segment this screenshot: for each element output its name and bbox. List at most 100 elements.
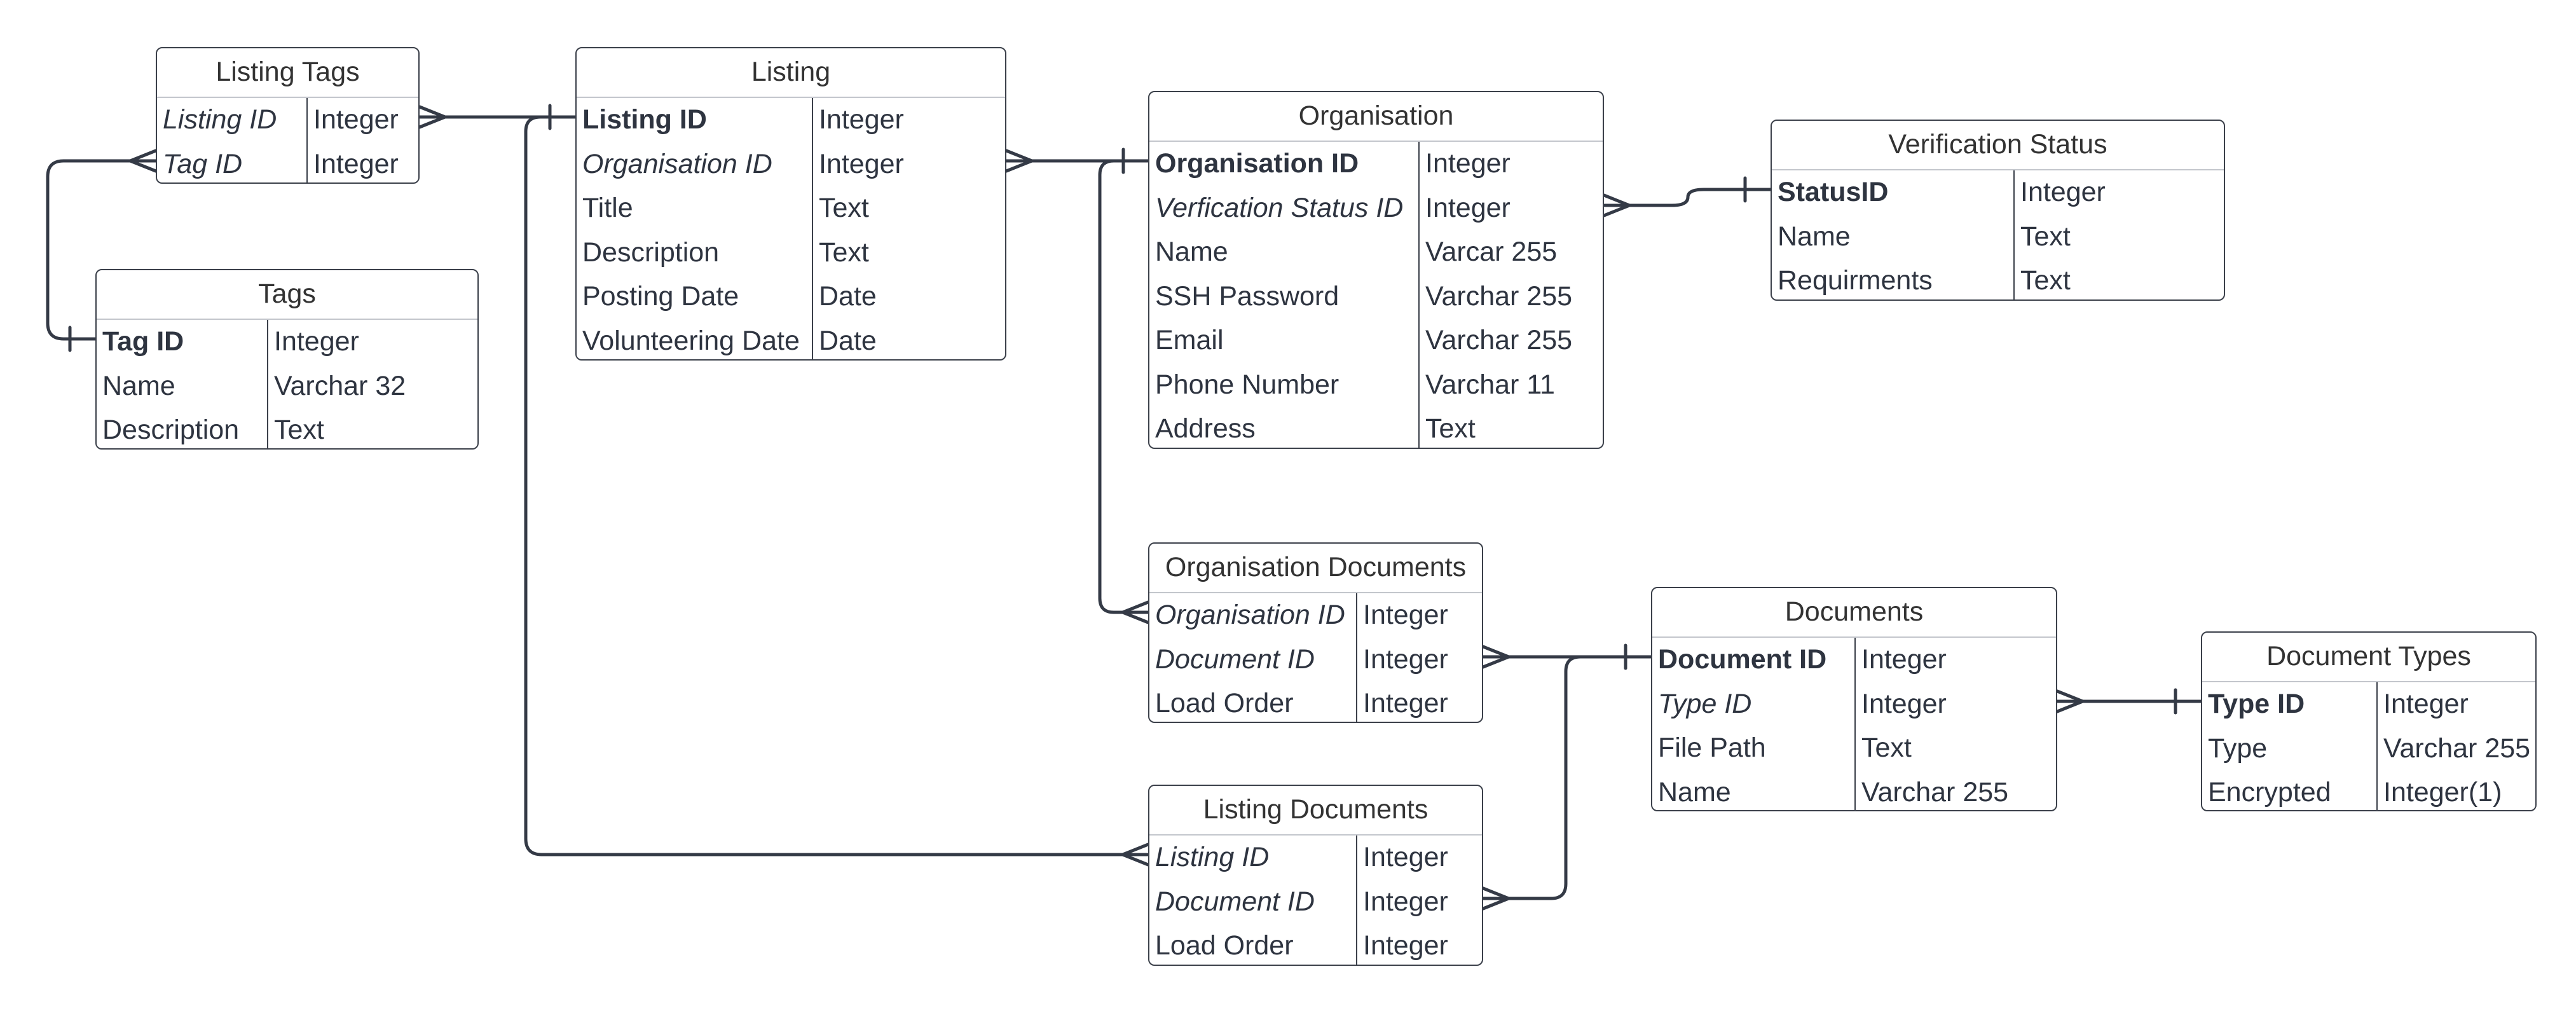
field-name: Name	[1149, 230, 1420, 275]
field-name: File Path	[1652, 726, 1856, 771]
entity-documents[interactable]: Documents Document ID Integer Type ID In…	[1651, 587, 2057, 811]
field-type: Text	[274, 415, 324, 445]
field-name: Description	[97, 408, 268, 448]
field-row: Organisation ID Integer	[1149, 142, 1603, 186]
field-name: Verfication Status ID	[1149, 186, 1420, 230]
field-type: Date	[819, 325, 877, 356]
field-row: Requirments Text	[1772, 259, 2224, 299]
entity-title: Listing Documents	[1149, 786, 1482, 836]
field-type: Varchar 255	[1425, 325, 1573, 355]
field-name: SSH Password	[1149, 274, 1420, 319]
field-name: Listing ID	[157, 98, 308, 142]
field-row: Listing ID Integer	[157, 98, 418, 142]
field-row: Name Varchar 32	[97, 364, 477, 408]
field-type: Text	[819, 193, 869, 223]
field-row: Type ID Integer	[2202, 682, 2535, 727]
field-type: Integer	[313, 148, 399, 179]
field-name: Name	[1772, 214, 2015, 259]
entity-title: Listing	[577, 48, 1005, 98]
field-name: Document ID	[1149, 637, 1357, 682]
field-name: Encrypted	[2202, 771, 2378, 810]
field-row: Title Text	[577, 186, 1005, 231]
field-type: Text	[1425, 413, 1476, 444]
field-row: Document ID Integer	[1149, 879, 1482, 924]
field-type: Integer	[2383, 689, 2469, 719]
field-name: Volunteering Date	[577, 319, 813, 359]
field-row: Type Varchar 255	[2202, 726, 2535, 771]
field-type: Integer	[274, 326, 359, 357]
field-type: Varchar 11	[1425, 369, 1555, 400]
field-name: Type	[2202, 726, 2378, 771]
field-name: Name	[97, 364, 268, 408]
field-name: Requirments	[1772, 259, 2015, 299]
field-row: Name Text	[1772, 214, 2224, 259]
rel-listing-documents-to-documents	[1481, 655, 1653, 911]
field-name: Phone Number	[1149, 362, 1420, 407]
entity-title: Listing Tags	[157, 48, 418, 98]
field-type: Varchar 255	[1861, 776, 2009, 808]
field-name: Name	[1652, 770, 1856, 810]
field-row: Email Varchar 255	[1149, 319, 1603, 363]
field-row: Name Varcar 255	[1149, 230, 1603, 275]
field-row: Name Varchar 255	[1652, 770, 2056, 810]
field-type: Integer	[1363, 886, 1448, 917]
field-row: Description Text	[577, 230, 1005, 275]
field-type: Text	[1861, 732, 1912, 763]
field-row: Document ID Integer	[1652, 638, 2056, 682]
field-name: Organisation ID	[1149, 142, 1420, 186]
field-name: Load Order	[1149, 682, 1357, 722]
field-row: Type ID Integer	[1652, 682, 2056, 726]
field-type: Varchar 255	[2383, 732, 2531, 764]
field-row: Organisation ID Integer	[577, 142, 1005, 186]
entity-verification-status[interactable]: Verification Status StatusID Integer Nam…	[1771, 120, 2225, 301]
field-row: Verfication Status ID Integer	[1149, 186, 1603, 230]
field-row: Document ID Integer	[1149, 637, 1482, 682]
field-row: Description Text	[97, 408, 477, 448]
field-type: Integer	[1363, 842, 1448, 872]
entity-listing-tags[interactable]: Listing Tags Listing ID Integer Tag ID I…	[156, 47, 420, 184]
field-name: Organisation ID	[577, 142, 813, 186]
field-name: Organisation ID	[1149, 593, 1357, 638]
entity-tags[interactable]: Tags Tag ID Integer Name Varchar 32 Desc…	[95, 269, 479, 450]
rel-listing-tags-to-tags	[46, 149, 158, 352]
field-type: Integer(1)	[2383, 777, 2502, 808]
field-row: SSH Password Varchar 255	[1149, 274, 1603, 319]
rel-organisation-to-verification-status	[1602, 176, 1772, 217]
field-type: Varchar 255	[1425, 280, 1573, 312]
field-name: Document ID	[1149, 879, 1357, 924]
rel-documents-to-document-types	[2055, 688, 2203, 715]
field-type: Integer	[1363, 643, 1448, 675]
field-name: Address	[1149, 407, 1420, 448]
entity-organisation-documents[interactable]: Organisation Documents Organisation ID I…	[1148, 542, 1483, 723]
field-type: Integer	[1861, 644, 1947, 675]
field-type: Text	[2020, 221, 2071, 252]
rel-listing-to-organisation	[1004, 148, 1150, 174]
field-type: Integer	[1425, 148, 1511, 179]
field-row: File Path Text	[1652, 726, 2056, 771]
field-row: Volunteering Date Date	[577, 319, 1005, 359]
field-row: Encrypted Integer(1)	[2202, 771, 2535, 810]
entity-title: Organisation	[1149, 92, 1603, 142]
field-type: Integer	[819, 104, 904, 135]
entity-title: Documents	[1652, 588, 2056, 638]
field-name: StatusID	[1772, 170, 2015, 215]
entity-title: Tags	[97, 270, 477, 320]
entity-listing[interactable]: Listing Listing ID Integer Organisation …	[575, 47, 1006, 361]
field-row: Organisation ID Integer	[1149, 593, 1482, 638]
field-row: Tag ID Integer	[157, 142, 418, 182]
entity-listing-documents[interactable]: Listing Documents Listing ID Integer Doc…	[1148, 785, 1483, 966]
field-type: Integer	[1363, 688, 1448, 719]
field-name: Email	[1149, 319, 1420, 363]
entity-document-types[interactable]: Document Types Type ID Integer Type Varc…	[2201, 631, 2537, 811]
field-row: Listing ID Integer	[577, 98, 1005, 142]
entity-title: Document Types	[2202, 633, 2535, 682]
field-type: Integer	[1363, 600, 1448, 630]
field-name: Document ID	[1652, 638, 1856, 682]
field-name: Title	[577, 186, 813, 231]
field-name: Load Order	[1149, 924, 1357, 965]
field-type: Text	[819, 237, 869, 268]
field-row: Load Order Integer	[1149, 682, 1482, 722]
entity-organisation[interactable]: Organisation Organisation ID Integer Ver…	[1148, 91, 1604, 449]
field-row: StatusID Integer	[1772, 170, 2224, 215]
entity-title: Organisation Documents	[1149, 544, 1482, 593]
